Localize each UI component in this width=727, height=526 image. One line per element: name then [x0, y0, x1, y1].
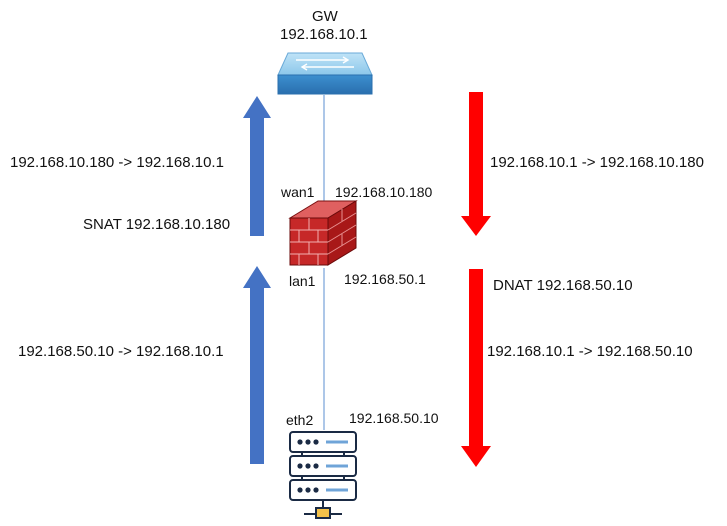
firewall-wan-iface: wan1: [281, 184, 315, 200]
server-ip: 192.168.50.10: [349, 410, 439, 426]
outbound-lower-label: 192.168.50.10 -> 192.168.10.1: [18, 343, 224, 360]
gateway-ip: 192.168.10.1: [280, 26, 368, 43]
server-icon: [289, 431, 357, 519]
outbound-arrow-lower: [243, 266, 271, 464]
firewall-lan-iface: lan1: [289, 273, 316, 289]
inbound-lower-label: 192.168.10.1 -> 192.168.50.10: [487, 343, 693, 360]
inbound-arrow-lower: [461, 269, 491, 467]
switch-icon: [277, 52, 373, 95]
dnat-label: DNAT 192.168.50.10: [493, 277, 633, 294]
snat-label: SNAT 192.168.10.180: [83, 216, 231, 233]
firewall-wan-ip: 192.168.10.180: [335, 184, 433, 200]
outbound-upper-label: 192.168.10.180 -> 192.168.10.1: [10, 154, 224, 171]
firewall-icon: [288, 200, 358, 266]
gateway-name: GW: [312, 8, 338, 25]
inbound-upper-label: 192.168.10.1 -> 192.168.10.180: [490, 154, 704, 171]
inbound-arrow-upper: [461, 92, 491, 236]
server-iface: eth2: [286, 412, 314, 428]
outbound-arrow-upper: [243, 96, 271, 236]
firewall-lan-ip: 192.168.50.1: [344, 271, 426, 287]
